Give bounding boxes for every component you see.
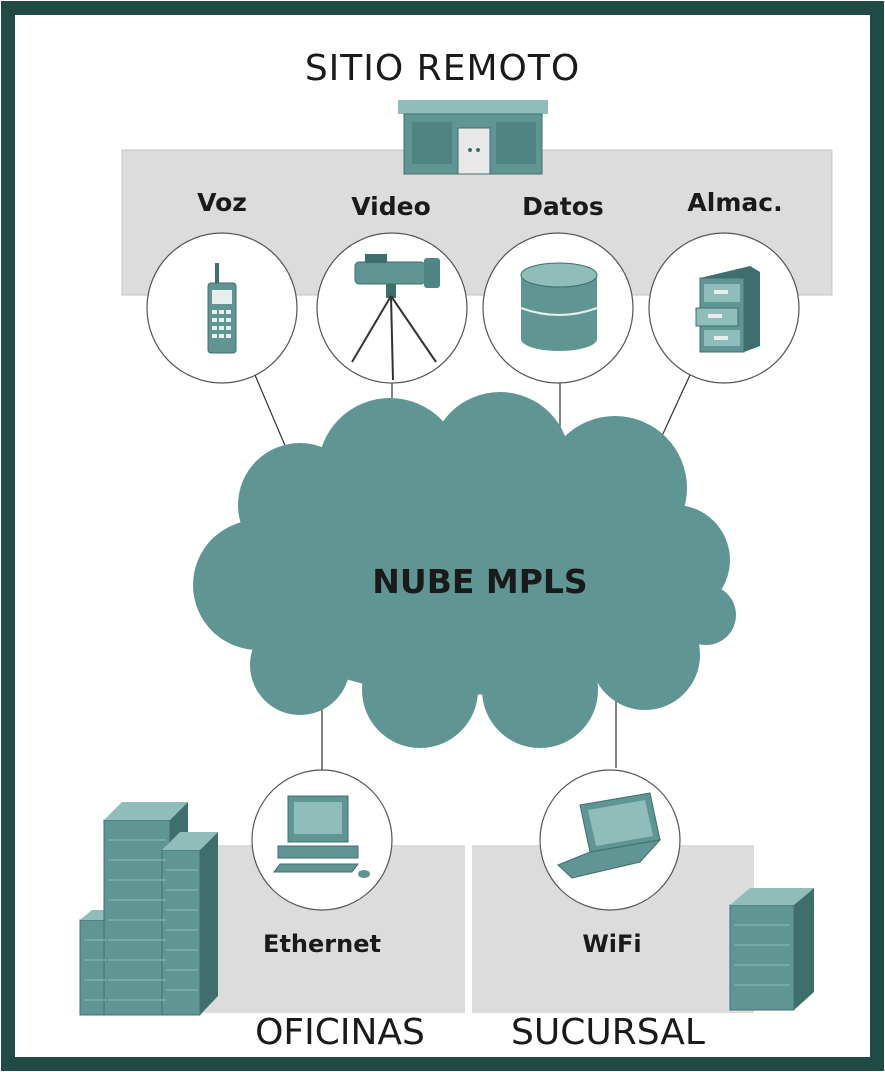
office-building-icon bbox=[79, 802, 218, 1016]
offices-label: OFICINAS bbox=[255, 1012, 425, 1053]
mpls-cloud bbox=[193, 392, 736, 748]
branch-label: SUCURSAL bbox=[511, 1012, 705, 1053]
remote-site-title: SITIO REMOTO bbox=[304, 48, 581, 89]
wifi-label: WiFi bbox=[582, 930, 642, 958]
voice-label: Voz bbox=[197, 188, 247, 217]
database-icon bbox=[520, 262, 598, 351]
desktop-computer-icon bbox=[273, 795, 370, 878]
storage-label: Almac. bbox=[687, 188, 783, 217]
video-label: Video bbox=[351, 192, 431, 221]
filing-cabinet-icon bbox=[695, 266, 760, 353]
video-camera-icon bbox=[351, 254, 440, 381]
laptop-icon bbox=[557, 792, 662, 879]
mobile-phone-icon bbox=[207, 263, 237, 354]
ethernet-label: Ethernet bbox=[263, 930, 381, 958]
cloud-label: NUBE MPLS bbox=[372, 562, 588, 601]
branch-building-icon bbox=[729, 888, 814, 1011]
data-label: Datos bbox=[522, 192, 604, 221]
remote-building-icon bbox=[398, 100, 548, 175]
